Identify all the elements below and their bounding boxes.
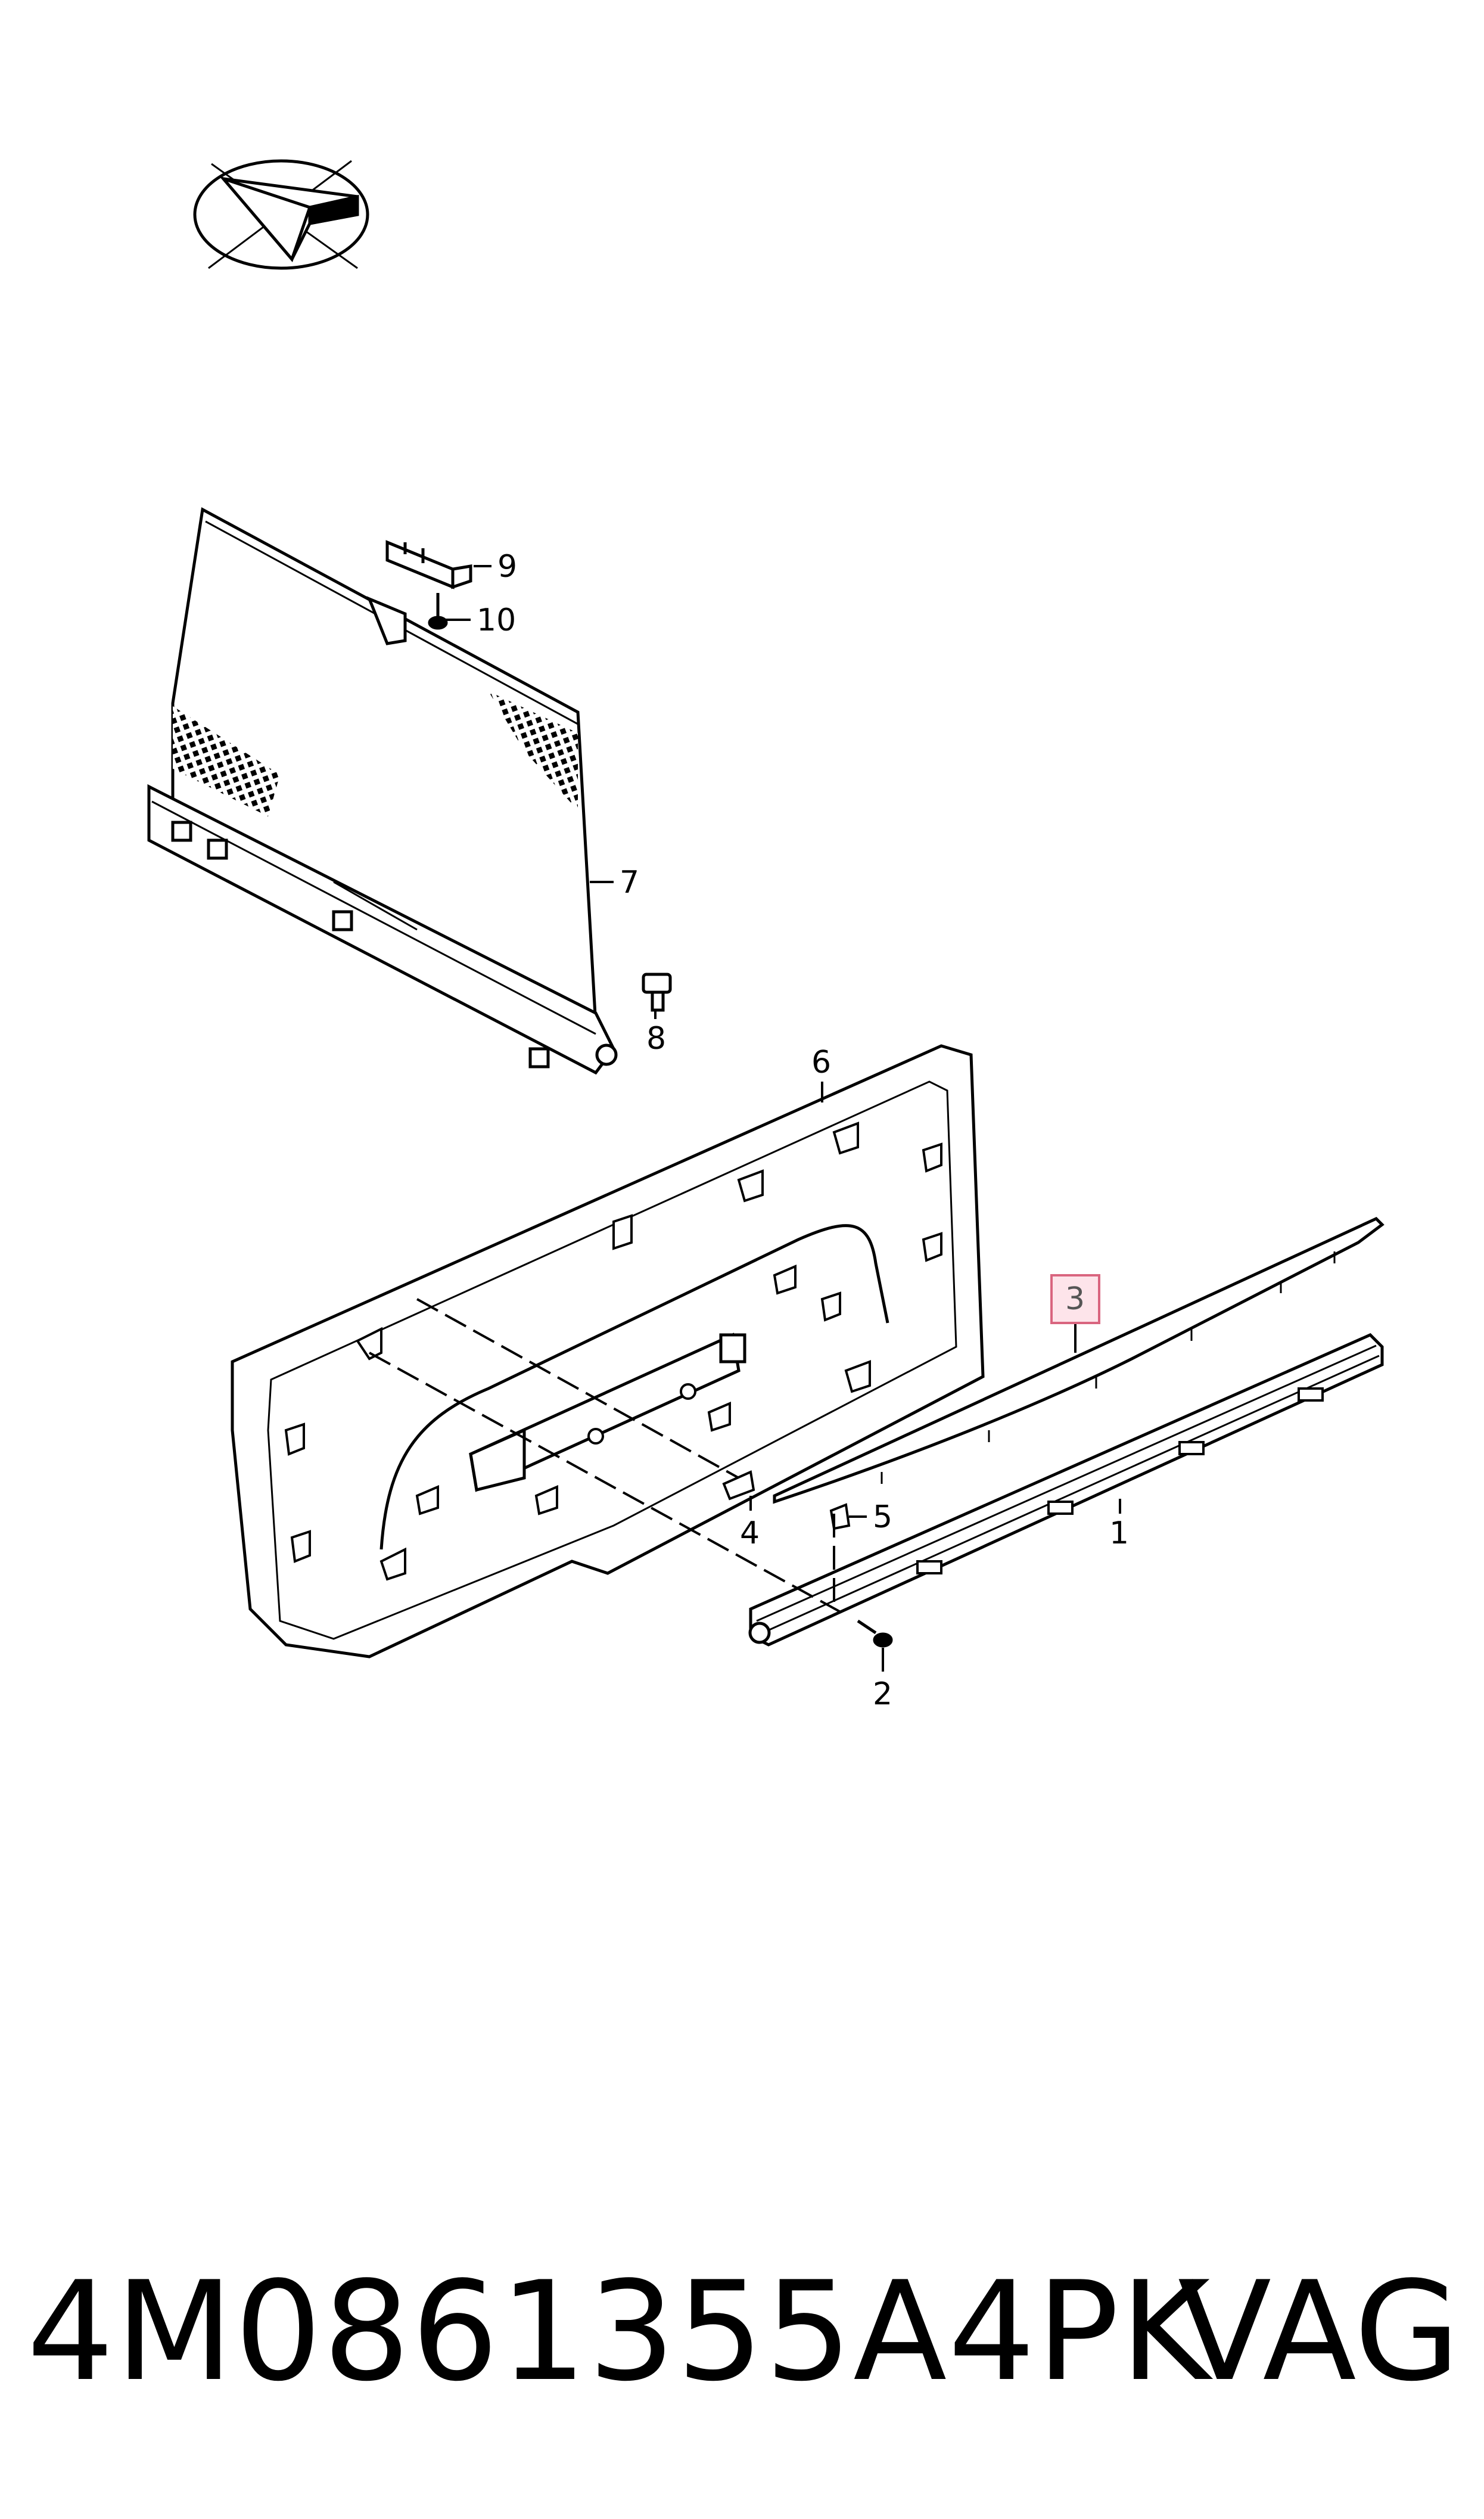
- callout-10: 10: [477, 602, 516, 638]
- callout-2: 2: [873, 1676, 892, 1712]
- part-1-sill-rail: [748, 1333, 1384, 1647]
- leader-lines: [444, 565, 1121, 1672]
- part-9-handle: [385, 540, 472, 589]
- callout-7: 7: [620, 865, 639, 900]
- assembly-lines: [369, 1298, 847, 1616]
- highlight-box-3: [1050, 1274, 1100, 1324]
- callout-3: 3: [1065, 1281, 1085, 1317]
- part-6-tailgate-trim: [231, 1044, 985, 1658]
- brand-label: VAG: [1177, 2253, 1460, 2412]
- part-10-screw: [428, 593, 448, 630]
- callout-9: 9: [497, 549, 517, 585]
- callout-4: 4: [740, 1515, 760, 1551]
- callout-5: 5: [873, 1499, 892, 1535]
- part-4-clip: [722, 1470, 755, 1501]
- part-3-trim-strip: [773, 1217, 1385, 1504]
- part-number-label: 4M0861355A4PK: [27, 2253, 1212, 2412]
- callout-6: 6: [811, 1045, 831, 1080]
- part-7-cargo-net: [147, 507, 618, 1075]
- part-2-screw: [857, 1619, 893, 1648]
- part-8-bolt: [642, 973, 672, 1012]
- callout-1: 1: [1109, 1515, 1129, 1551]
- direction-arrow-icon: [193, 159, 369, 270]
- callout-8: 8: [646, 1021, 666, 1057]
